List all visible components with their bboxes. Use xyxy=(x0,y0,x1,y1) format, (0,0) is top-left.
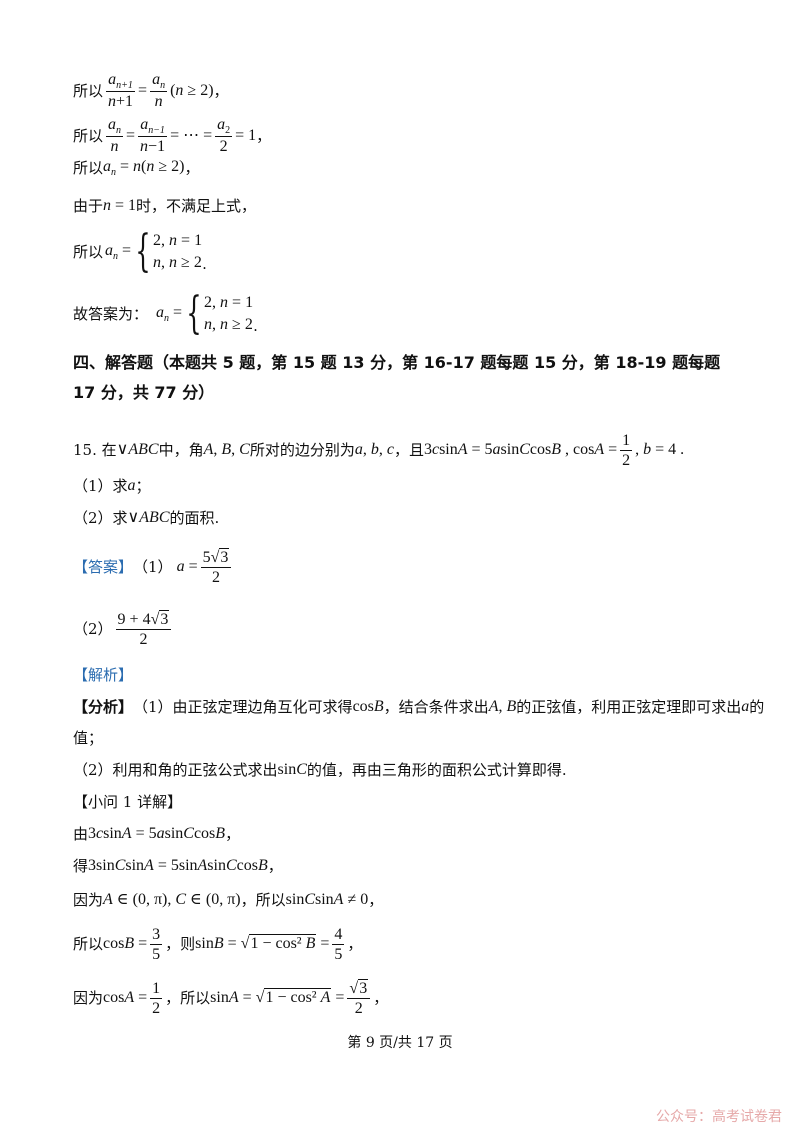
problem-15: 15. 在 ∨ABC 中，角 A, B, C 所对的边分别为 a, b, c ，… xyxy=(73,431,685,469)
line-an: 所以 an = n(n ≥ 2)， xyxy=(73,158,200,178)
analysis-1b: 值； xyxy=(73,729,104,747)
section-heading: 四、解答题（本题共 5 题，第 15 题 13 分，第 16-17 题每题 15… xyxy=(73,353,721,402)
analysis-tag: 【解析】 xyxy=(73,666,134,684)
sub-question-1: 【小问 1 详解】 xyxy=(73,793,183,811)
watermark: 公众号：高考试卷君 xyxy=(656,1109,782,1125)
page-footer: 第 9 页/共 17 页 xyxy=(347,1035,453,1051)
